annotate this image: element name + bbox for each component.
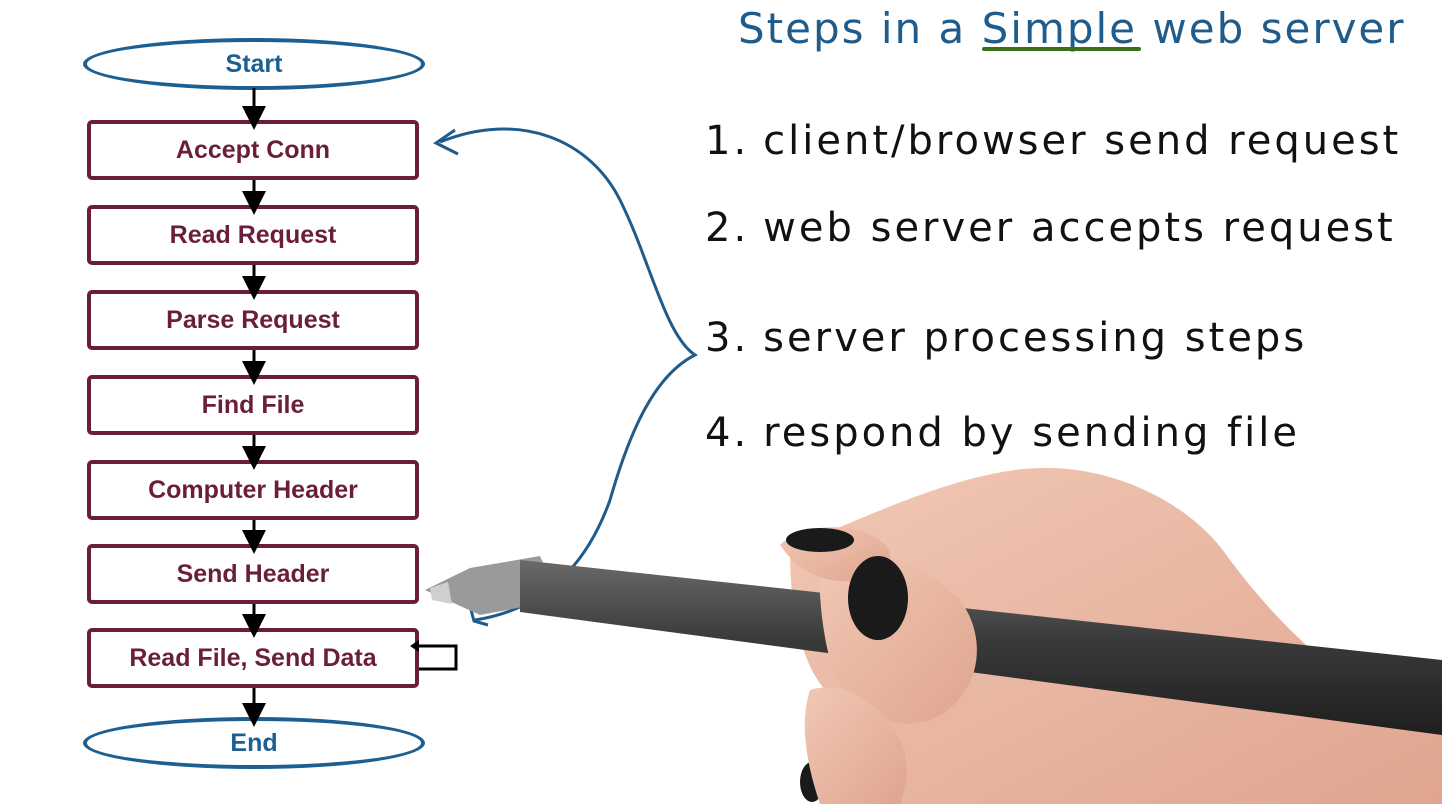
loop-read-file <box>419 644 458 671</box>
end-label: End <box>230 728 278 757</box>
note-item-2: 2. web server accepts request <box>705 205 1396 251</box>
note-text: web server accepts request <box>763 205 1396 251</box>
note-item-3: 3. server processing steps <box>705 315 1307 361</box>
loop-arrowhead <box>410 640 419 652</box>
note-text: respond by sending file <box>763 410 1300 456</box>
note-item-4: 4. respond by sending file <box>705 410 1300 456</box>
note-text: client/browser send request <box>763 118 1402 164</box>
fingernail <box>848 556 908 640</box>
start-label: Start <box>225 49 283 78</box>
step-accept-conn: Accept Conn <box>87 120 419 180</box>
note-item-1: 1. client/browser send request <box>705 118 1401 164</box>
step-send-header: Send Header <box>87 544 419 604</box>
thumbnail <box>786 528 854 552</box>
title-emphasis: Simple <box>981 4 1142 53</box>
note-number: 4. <box>705 410 750 456</box>
step-label: Accept Conn <box>175 135 331 164</box>
step-parse-request: Parse Request <box>87 290 419 350</box>
middle-finger <box>804 687 907 804</box>
bracket-curve <box>439 127 698 622</box>
step-label: Find File <box>201 390 305 419</box>
title-suffix: web server <box>1152 4 1406 53</box>
step-label: Computer Header <box>148 475 358 504</box>
notes-title: Steps in a Simple web server <box>738 4 1406 53</box>
step-label: Send Header <box>176 559 330 588</box>
step-read-file-send-data: Read File, Send Data <box>87 628 419 688</box>
step-label: Parse Request <box>166 305 340 334</box>
note-text: server processing steps <box>763 315 1308 361</box>
pen-icon <box>425 556 1442 735</box>
step-label: Read Request <box>169 220 337 249</box>
title-prefix: Steps in a <box>738 4 967 53</box>
step-label: Read File, Send Data <box>129 643 377 672</box>
note-number: 1. <box>705 118 750 164</box>
note-number: 3. <box>705 315 750 361</box>
bracket-arrowhead-top <box>433 128 459 156</box>
note-number: 2. <box>705 205 750 251</box>
